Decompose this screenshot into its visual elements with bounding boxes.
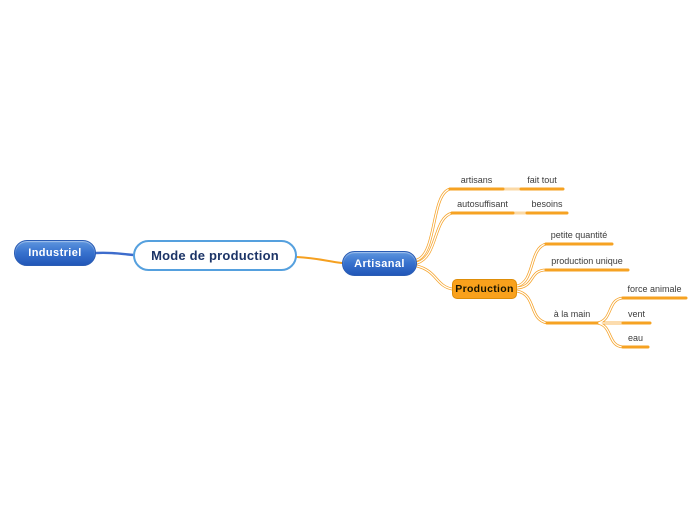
leaf-vent[interactable]: vent [627, 309, 645, 319]
link-root-artisanal [296, 256, 343, 264]
leaf-petite-quantite[interactable]: petite quantité [550, 230, 608, 240]
node-artisanal[interactable]: Artisanal [342, 251, 417, 276]
leaf-production-unique[interactable]: production unique [551, 256, 623, 266]
leaf-artisans[interactable]: artisans [460, 175, 493, 185]
node-root-label: Mode de production [151, 248, 279, 263]
leaf-eau[interactable]: eau [627, 333, 644, 343]
leaf-force-animale[interactable]: force animale [627, 284, 682, 294]
link-industriel-root [94, 251, 136, 257]
leaf-autosuffisant[interactable]: autosuffisant [457, 199, 508, 209]
node-industriel-label: Industriel [28, 247, 82, 259]
leaf-fait-tout[interactable]: fait tout [527, 175, 557, 185]
branch-curves-inner [416, 188, 624, 348]
node-production[interactable]: Production [452, 279, 517, 299]
node-production-label: Production [455, 283, 514, 295]
branch-light-segments [503, 187, 527, 215]
node-industriel[interactable]: Industriel [14, 240, 96, 266]
node-artisanal-label: Artisanal [354, 257, 405, 270]
node-root-mode-de-production[interactable]: Mode de production [133, 240, 297, 271]
leaf-a-la-main[interactable]: à la main [553, 309, 591, 319]
leaf-besoins[interactable]: besoins [531, 199, 563, 209]
leaf-underlines [448, 187, 688, 349]
